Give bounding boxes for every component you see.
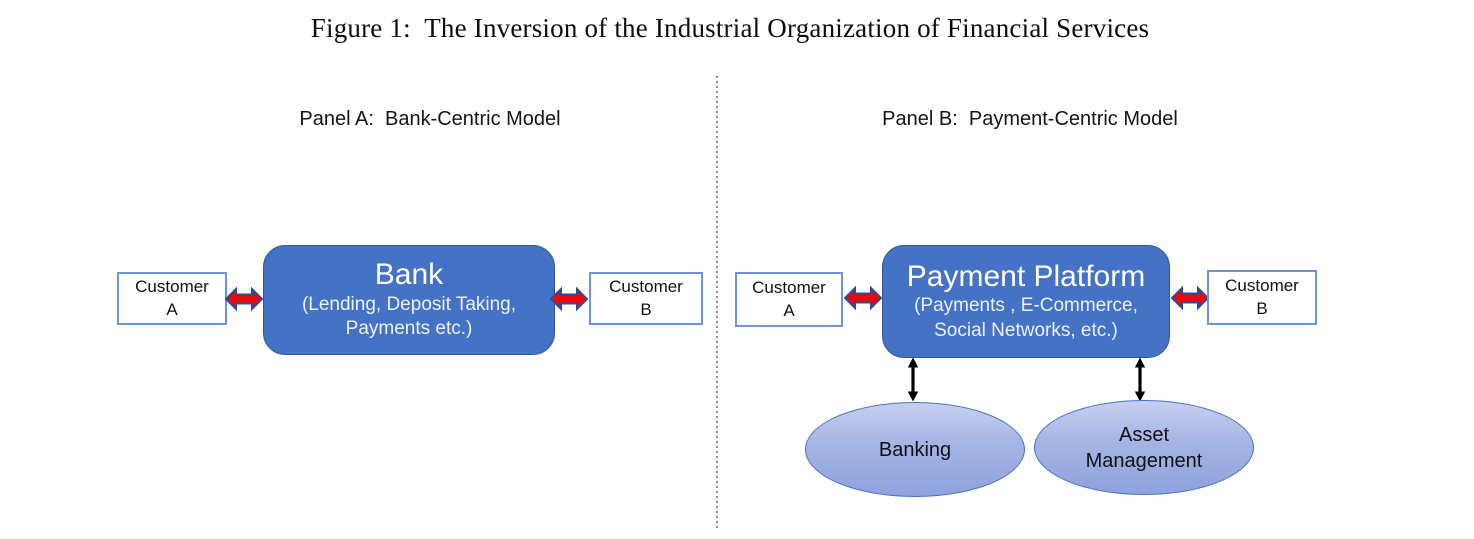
customer-letter: B	[1256, 298, 1268, 318]
payment-platform-subtitle-line1: (Payments , E-Commerce,	[914, 295, 1138, 317]
panel-a-header: Panel A: Bank-Centric Model	[299, 108, 561, 130]
payment-platform-subtitle-line2: Social Networks, etc.)	[934, 319, 1118, 341]
customer-label: Customer	[1225, 276, 1299, 296]
panel-b-header: Panel B: Payment-Centric Model	[882, 108, 1178, 130]
panel-b-customer-b-box: Customer B	[1207, 270, 1317, 325]
customer-label: Customer	[135, 277, 209, 297]
banking-ellipse: Banking	[805, 402, 1025, 497]
asset-label-line1: Asset	[1118, 423, 1170, 446]
red-double-arrow-icon	[844, 285, 882, 311]
customer-label: Customer	[752, 278, 826, 298]
figure-title: Figure 1: The Inversion of the Industria…	[310, 13, 1150, 43]
panel-b-payment-platform-box: Payment Platform (Payments , E-Commerce,…	[882, 245, 1170, 358]
panel-a-bank-box: Bank (Lending, Deposit Taking, Payments …	[263, 245, 555, 355]
customer-letter: B	[640, 299, 652, 319]
banking-label: Banking	[878, 438, 952, 461]
customer-label: Customer	[609, 277, 683, 297]
panel-b-customer-a-box: Customer A	[735, 272, 843, 327]
black-vertical-double-arrow-icon	[1134, 357, 1146, 402]
red-double-arrow-icon	[1171, 285, 1209, 311]
customer-letter: A	[783, 300, 795, 320]
customer-letter: A	[166, 299, 178, 319]
panel-a-customer-a-box: Customer A	[117, 272, 227, 325]
bank-box-subtitle-line1: (Lending, Deposit Taking,	[301, 293, 517, 315]
panel-divider-dotted-line	[716, 76, 718, 528]
panel-a-customer-b-box: Customer B	[589, 272, 703, 325]
black-vertical-double-arrow-icon	[907, 357, 919, 402]
bank-box-title: Bank	[374, 258, 444, 292]
asset-management-ellipse: Asset Management	[1034, 400, 1254, 495]
red-double-arrow-icon	[550, 286, 588, 312]
payment-platform-title: Payment Platform	[906, 259, 1146, 293]
red-double-arrow-icon	[225, 286, 263, 312]
bank-box-subtitle-line2: Payments etc.)	[345, 318, 473, 340]
asset-label-line2: Management	[1085, 449, 1203, 472]
